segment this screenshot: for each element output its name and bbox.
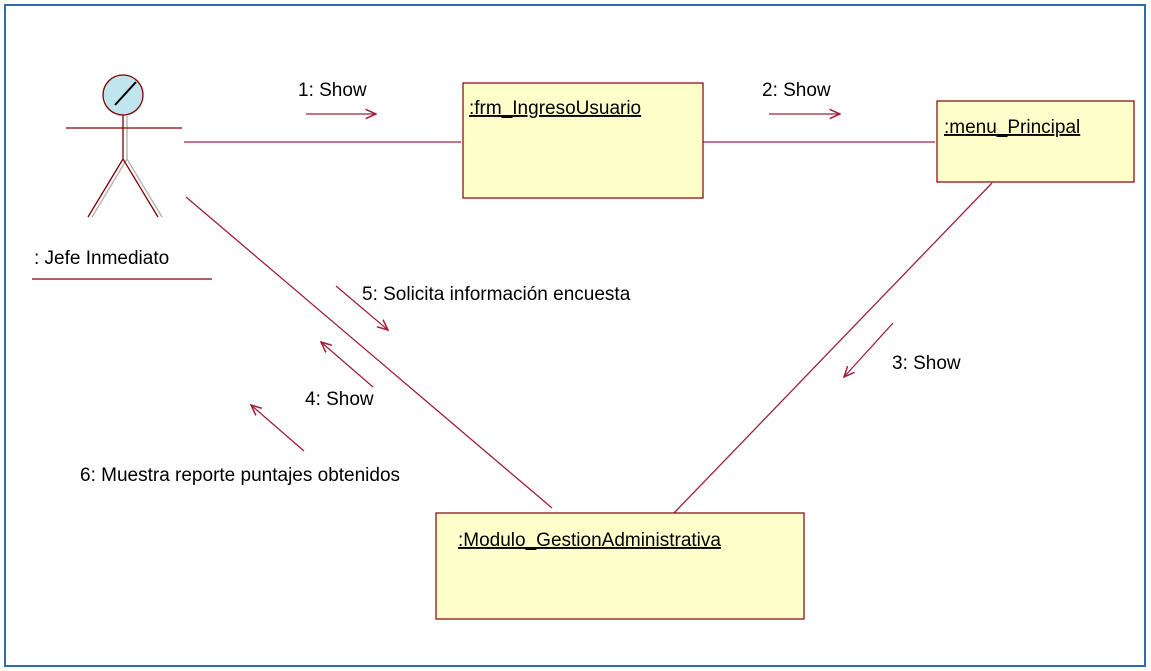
message-3-arrow [844, 322, 894, 377]
message-4-label: 4: Show [305, 389, 374, 410]
object-menu-principal[interactable]: :menu_Principal [936, 100, 1135, 183]
object-frm-label: :frm_IngresoUsuario [469, 98, 641, 119]
message-1-label: 1: Show [298, 80, 367, 101]
message-6-label: 6: Muestra reporte puntajes obtenidos [80, 465, 400, 486]
actor-label: : Jefe Inmediato [34, 248, 169, 269]
object-modulo-gestion-administrativa[interactable]: :Modulo_GestionAdministrativa [435, 512, 805, 620]
message-2-label: 2: Show [762, 80, 831, 101]
message-3-label: 3: Show [892, 353, 961, 374]
message-6-arrow [251, 405, 305, 452]
object-frm-ingreso-usuario[interactable]: :frm_IngresoUsuario [462, 82, 704, 199]
message-5-label: 5: Solicita información encuesta [362, 284, 631, 305]
diagram-frame: : Jefe Inmediato :frm_IngresoUsuario :me… [4, 4, 1146, 667]
object-modulo-label: :Modulo_GestionAdministrativa [458, 530, 721, 551]
link-actor-modulo [185, 196, 553, 509]
object-menu-label: :menu_Principal [944, 117, 1080, 138]
actor-jefe-inmediato[interactable]: : Jefe Inmediato [32, 74, 212, 280]
collaboration-diagram: : Jefe Inmediato :frm_IngresoUsuario :me… [32, 74, 1135, 620]
message-5-arrow [335, 285, 388, 330]
link-menu-modulo [673, 182, 993, 514]
message-4-arrow [321, 342, 374, 388]
